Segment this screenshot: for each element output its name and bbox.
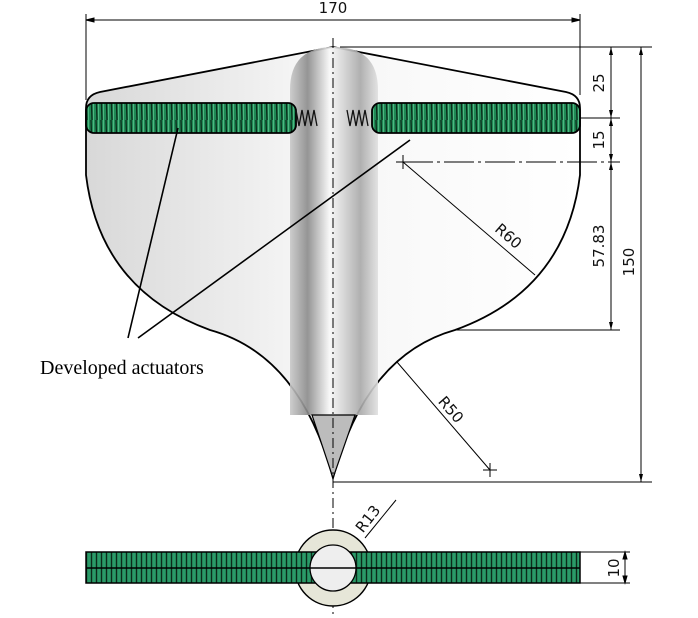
radius-r60-marker [396,155,536,276]
actuator-left [85,102,297,134]
spring-left [295,109,318,127]
radius-r13-label: R13 [352,502,384,536]
dimension-top-height: 25 [590,73,608,92]
radius-r13-leader [364,499,397,539]
actuators-label: Developed actuators [40,357,204,379]
actuator-right [371,102,581,134]
spring-right [346,109,369,127]
radius-r50-marker [396,361,497,477]
dimension-lines-right [333,46,652,483]
center-rib [290,47,378,415]
dimension-mid-height: 57.83 [590,225,608,268]
radius-r50-label: R50 [434,393,467,427]
dimension-width-label: 170 [319,0,348,17]
dimension-thickness [580,550,630,585]
dimension-width [85,14,581,100]
dimension-total-height: 150 [620,248,638,277]
dimension-thickness-label: 10 [605,558,623,577]
dimension-actuator-height: 15 [590,130,608,149]
actuator-leaders [127,127,411,339]
